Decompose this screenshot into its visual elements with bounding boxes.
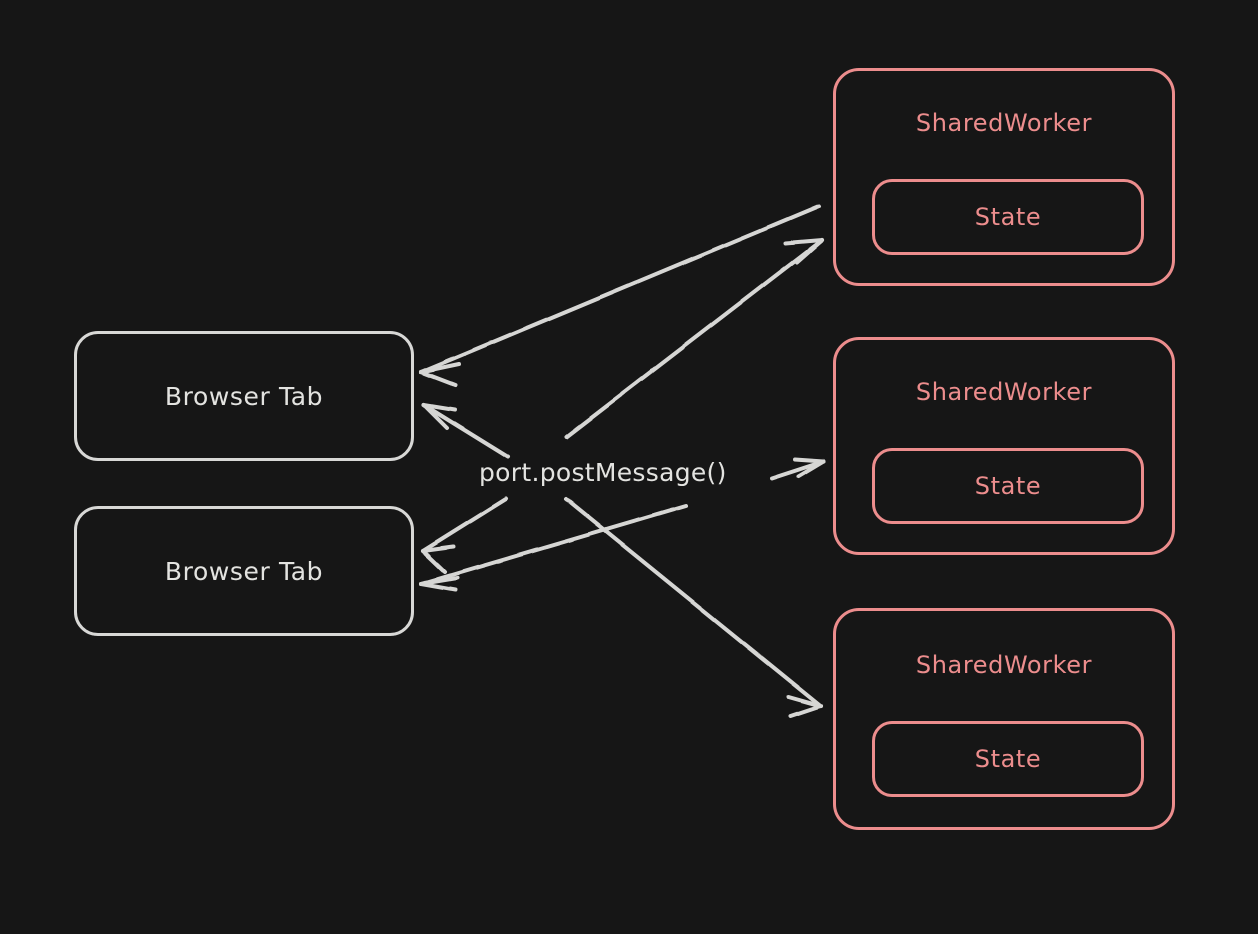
shared-worker-title: SharedWorker (915, 378, 1093, 406)
arrow-label-to-tab1 (422, 403, 510, 459)
shared-worker-title: SharedWorker (915, 651, 1093, 679)
shared-worker-node-2[interactable]: SharedWorker State (833, 337, 1175, 555)
state-label: State (974, 745, 1042, 773)
port-post-message-label: port.postMessage() (479, 458, 727, 487)
browser-tab-node-1[interactable]: Browser Tab (74, 331, 414, 461)
browser-tab-label: Browser Tab (164, 556, 324, 586)
state-node[interactable]: State (872, 179, 1144, 255)
state-node[interactable]: State (872, 721, 1144, 797)
shared-worker-title: SharedWorker (915, 109, 1093, 137)
arrow-label-to-worker2 (770, 457, 826, 480)
arrow-label-to-worker1 (564, 238, 824, 439)
arrow-label-to-worker3 (564, 497, 823, 718)
browser-tab-label: Browser Tab (164, 381, 324, 411)
arrow-worker1-to-tab1 (419, 204, 821, 387)
shared-worker-node-3[interactable]: SharedWorker State (833, 608, 1175, 830)
arrow-worker3-to-tab2 (419, 504, 688, 592)
state-label: State (974, 472, 1042, 500)
browser-tab-node-2[interactable]: Browser Tab (74, 506, 414, 636)
state-node[interactable]: State (872, 448, 1144, 524)
arrow-label-to-tab2 (421, 497, 508, 574)
shared-worker-node-1[interactable]: SharedWorker State (833, 68, 1175, 286)
state-label: State (974, 203, 1042, 231)
